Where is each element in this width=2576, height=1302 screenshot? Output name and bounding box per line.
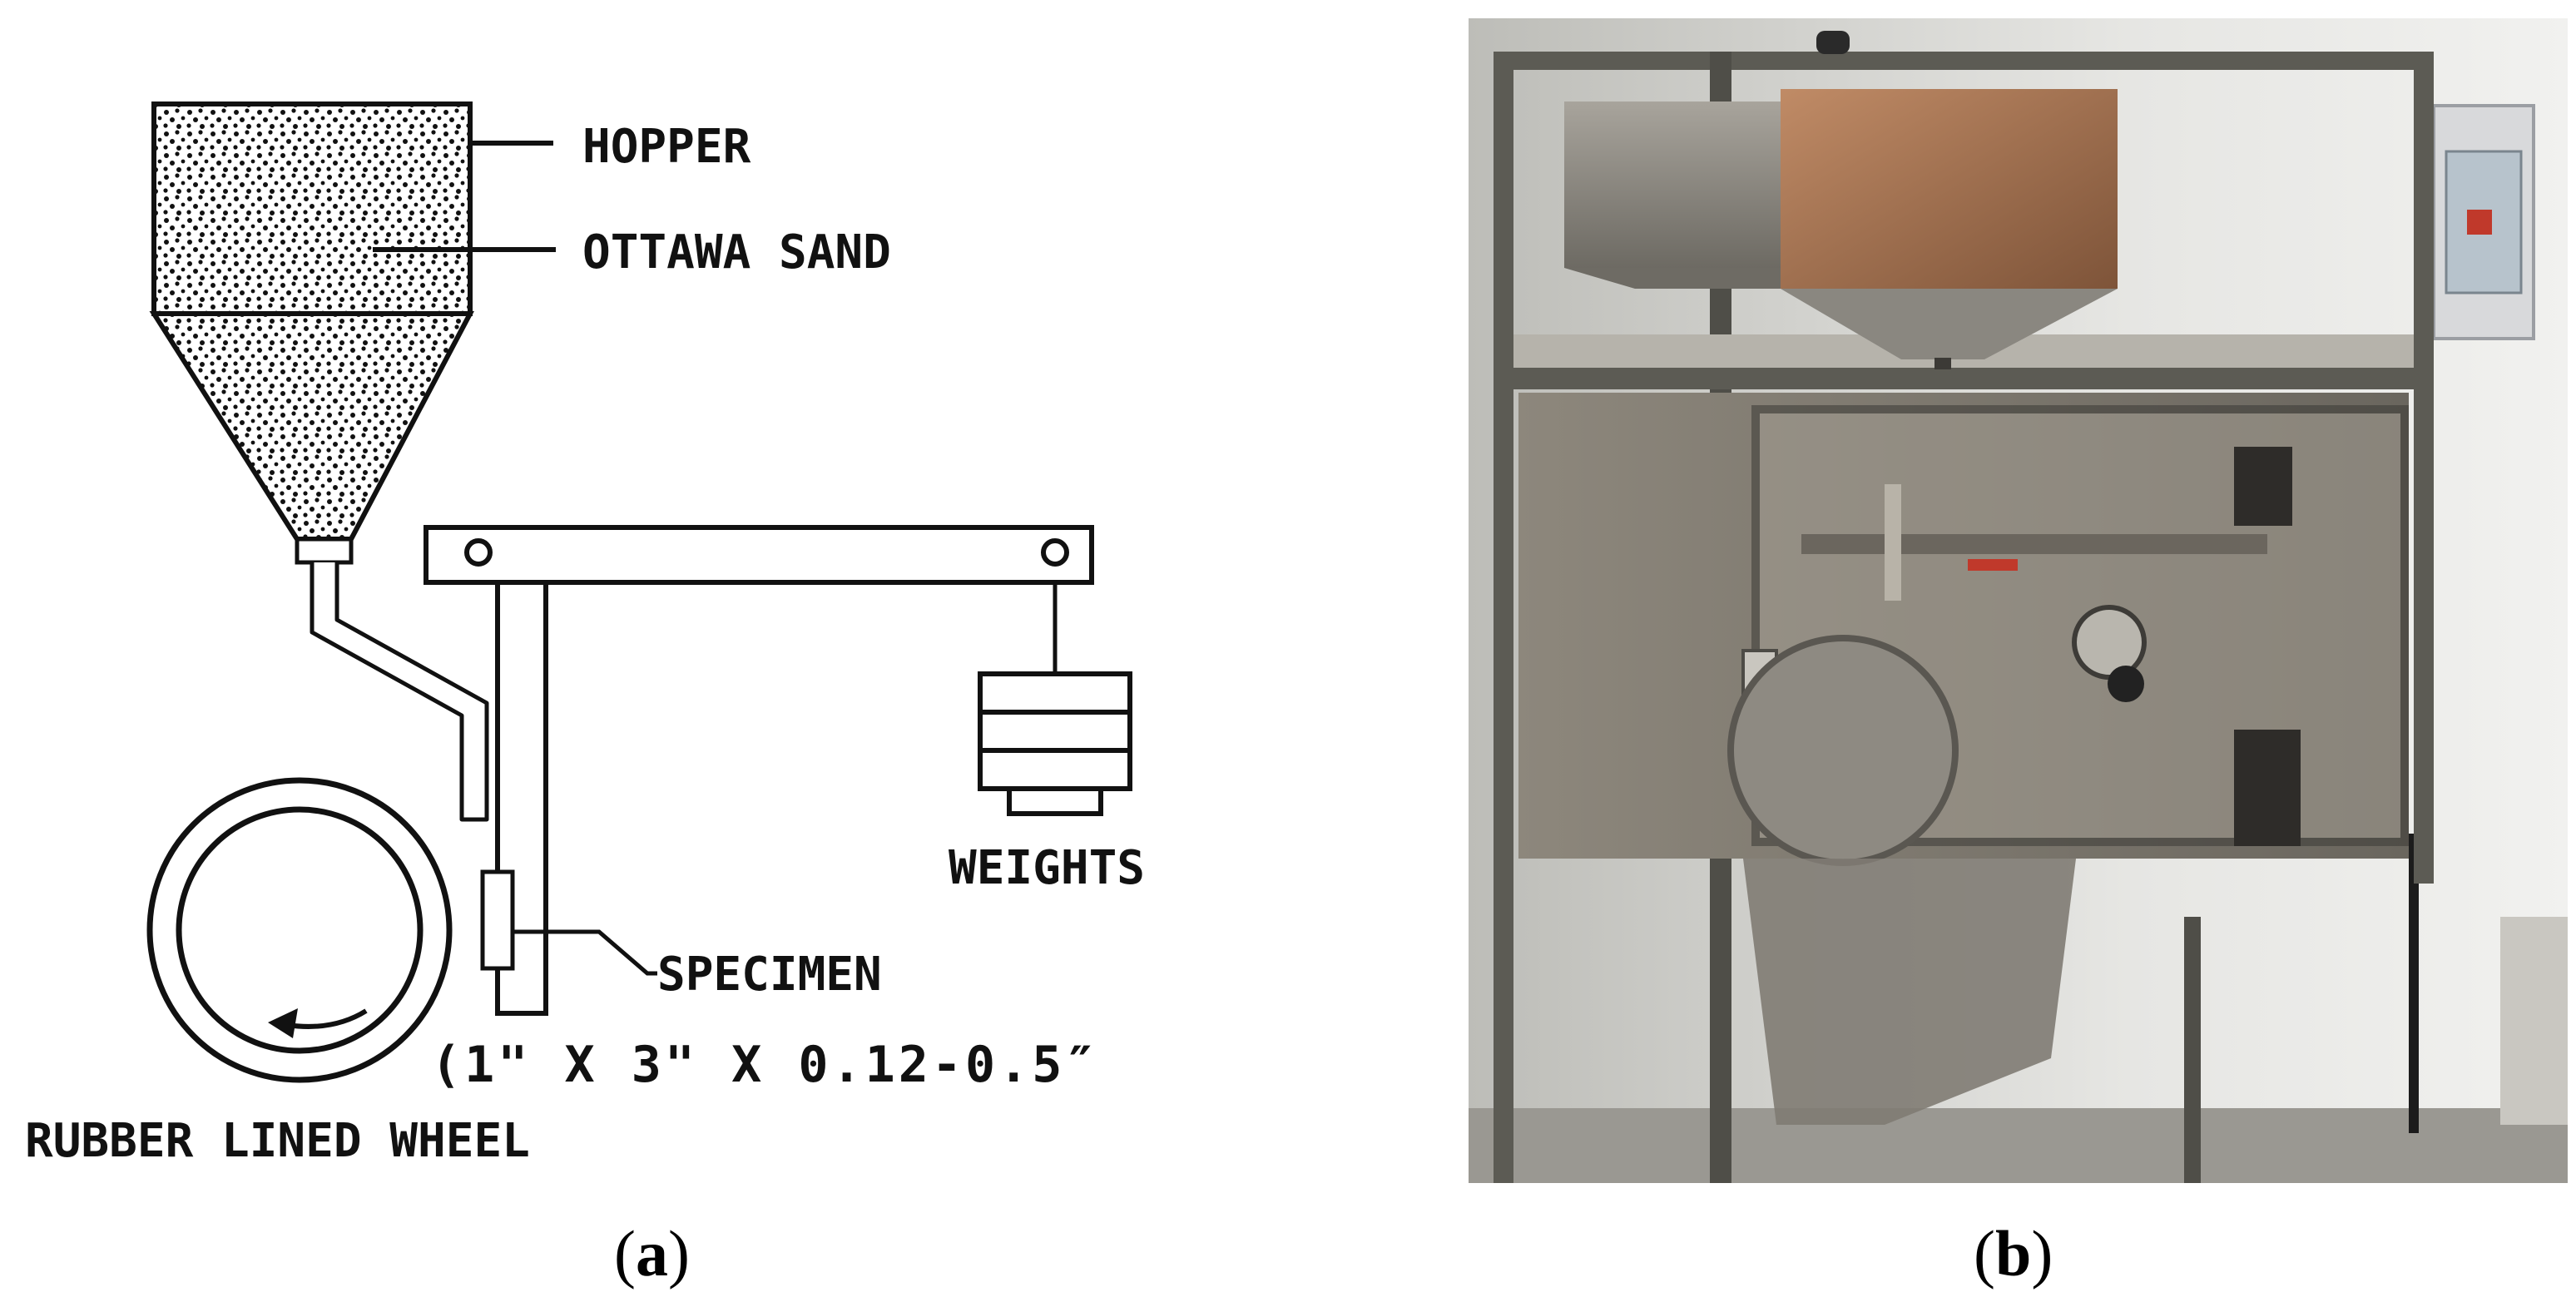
specimen-label: SPECIMEN <box>657 948 882 1002</box>
photo-mechanism <box>1727 447 2301 866</box>
side-cabinet <box>2500 917 2568 1125</box>
caption-b: (b) <box>1974 1217 2053 1290</box>
specimen <box>480 869 515 971</box>
ottawa-sand-label: OTTAWA SAND <box>582 225 891 280</box>
electrical-box <box>2432 104 2535 340</box>
caption-a: (a) <box>614 1217 690 1290</box>
weights-label: WEIGHTS <box>949 841 1145 895</box>
photo-hopper <box>1564 89 2118 369</box>
rotation-arrow-icon <box>268 1008 368 1038</box>
specimen-leader <box>513 929 657 976</box>
apparatus-photo <box>1469 18 2568 1183</box>
hopper <box>149 101 474 565</box>
rubber-lined-wheel <box>146 777 453 1083</box>
specimen-dimensions-label: (1" X 3" X 0.12-0.5″ <box>431 1036 1098 1094</box>
schematic-diagram: HOPPER OTTAWA SAND WEIGHTS SPECIMEN (1" … <box>25 101 1145 1168</box>
feed-tube <box>310 562 489 822</box>
collector-funnel <box>1743 859 2076 1125</box>
top-knob <box>1816 31 1850 54</box>
cable <box>2409 834 2419 1133</box>
floor <box>1469 1108 2568 1183</box>
weights <box>978 582 1132 816</box>
rubber-lined-wheel-label: RUBBER LINED WHEEL <box>25 1114 530 1168</box>
hopper-label: HOPPER <box>582 120 751 174</box>
